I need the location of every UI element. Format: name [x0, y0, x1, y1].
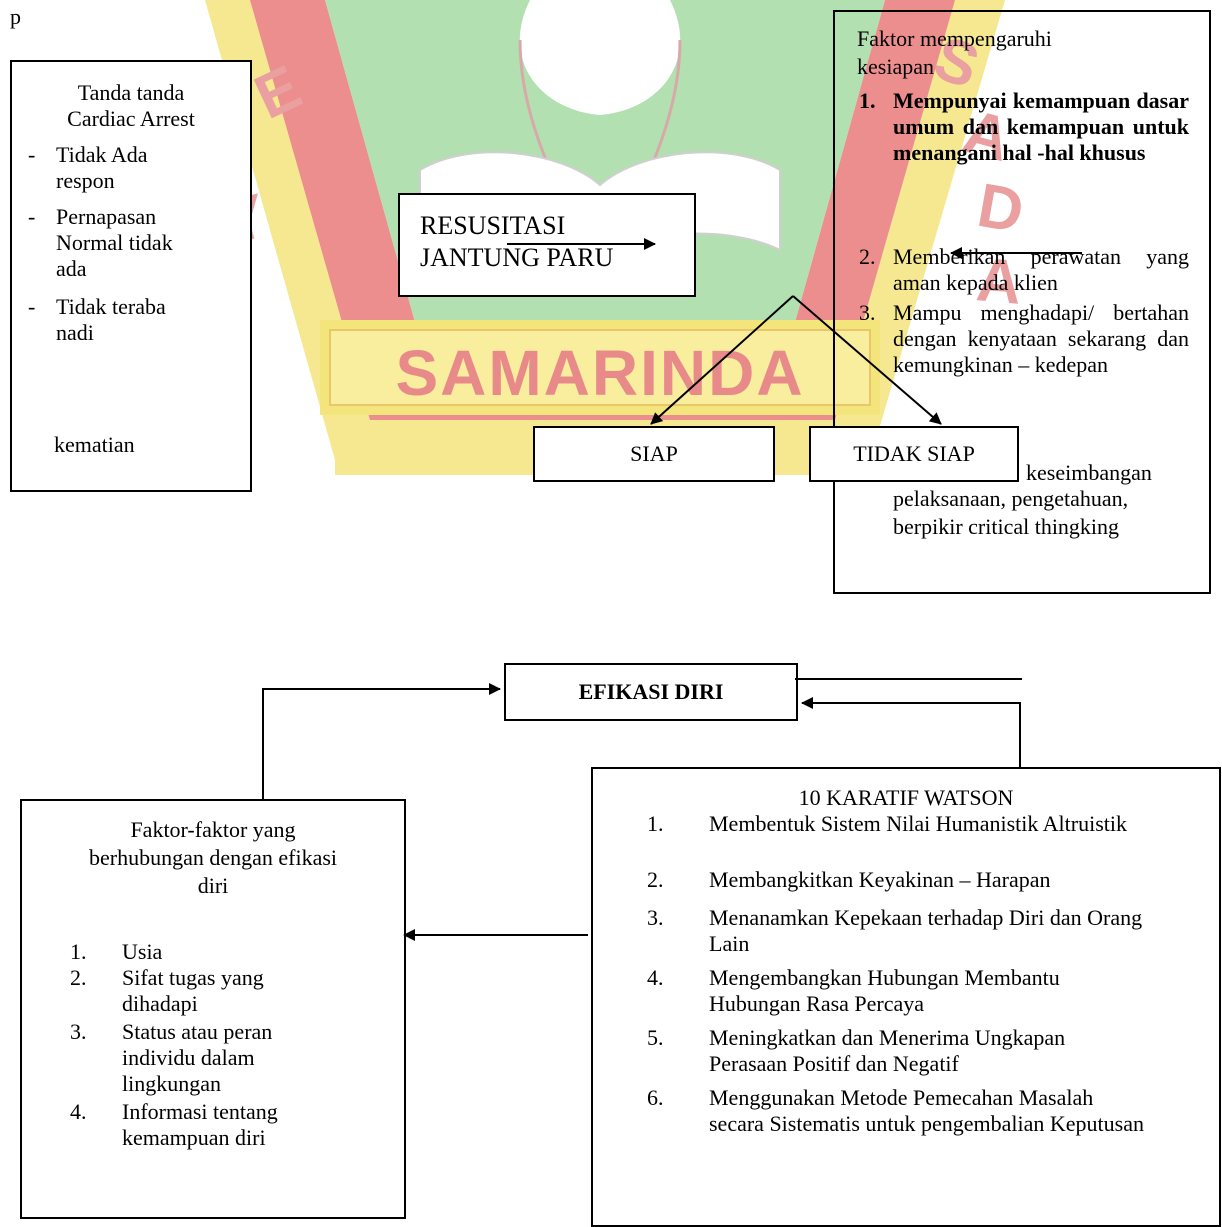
efikasi-title-3: diri: [197, 873, 229, 898]
item-number: 1.: [70, 939, 87, 964]
efikasi-title-1: Faktor-faktor yang: [130, 817, 296, 842]
watermark-word: SAMARINDA: [395, 337, 804, 409]
tanda-item-text: Tidak Ada respon: [56, 142, 148, 193]
efikasi-title-2: berhubungan dengan efikasi: [88, 845, 338, 870]
kesiapan-item-1: 1. Mempunyai kemampuan dasar umum dan ke…: [859, 88, 1189, 166]
efikasi-item-2: 2. Sifat tugas yang dihadapi: [70, 965, 320, 1017]
watson-box: 10 KARATIF WATSON 1. Membentuk Sistem Ni…: [591, 767, 1221, 1227]
kesiapan-title-1: Faktor mempengaruhi: [857, 26, 1052, 51]
kesiapan-item4-fragment: keseimbangan: [1026, 460, 1152, 485]
item-text: Membentuk Sistem Nilai Humanistik Altrui…: [709, 811, 1127, 836]
arrow-faktor-to-efikasi: [262, 683, 501, 799]
item-number: 5.: [647, 1025, 664, 1050]
watson-item-4: 4. Mengembangkan Hubungan Membantu Hubun…: [647, 965, 1147, 1017]
efikasi-label: EFIKASI DIRI: [578, 679, 724, 704]
tanda-item-2: - Pernapasan Normal tidak ada: [28, 204, 208, 282]
kesiapan-item4-line2: pelaksanaan, pengetahuan,: [893, 486, 1129, 511]
tanda-item-text: Pernapasan Normal tidak ada: [56, 204, 173, 281]
watson-item-1: 1. Membentuk Sistem Nilai Humanistik Alt…: [647, 811, 1147, 837]
tanda-footer: kematian: [54, 432, 135, 457]
arrow-watson-to-efikasi: [801, 697, 1021, 767]
item-text: Memberikan perawatan yang aman kepada kl…: [893, 244, 1189, 295]
faktor-efikasi-box: Faktor-faktor yang berhubungan dengan ef…: [20, 799, 406, 1219]
dash: -: [28, 204, 36, 229]
dash: -: [28, 142, 36, 167]
efikasi-item-3: 3. Status atau peran individu dalam ling…: [70, 1019, 320, 1097]
watson-item-3: 3. Menanamkan Kepekaan terhadap Diri dan…: [647, 905, 1147, 957]
efikasi-item-1: 1. Usia: [70, 939, 320, 965]
efikasi-item-4: 4. Informasi tentang kemampuan diri: [70, 1099, 320, 1151]
kesiapan-item4-line3: berpikir critical thingking: [893, 514, 1120, 539]
siap-label: SIAP: [630, 441, 678, 466]
item-text: Menggunakan Metode Pemecahan Masalah sec…: [709, 1085, 1144, 1136]
kesiapan-item-3: 3. Mampu menghadapi/ bertahan dengan ken…: [859, 300, 1189, 378]
tanda-item-3: - Tidak teraba nadi: [28, 294, 208, 346]
tanda-title-1: Tanda tanda: [77, 80, 185, 105]
rjp-box: RESUSITASI JANTUNG PARU: [398, 193, 696, 297]
item-number: 3.: [647, 905, 664, 930]
kesiapan-item-2: 2. Memberikan perawatan yang aman kepada…: [859, 244, 1189, 296]
item-text: Mengembangkan Hubungan Membantu Hubungan…: [709, 965, 1060, 1016]
item-number: 4.: [647, 965, 664, 990]
siap-box: SIAP: [533, 426, 775, 482]
tanda-item-text: Tidak teraba nadi: [56, 294, 166, 345]
item-text: Status atau peran individu dalam lingkun…: [122, 1019, 273, 1096]
item-number: 3.: [70, 1019, 87, 1044]
rjp-line-2: JANTUNG PARU: [420, 243, 614, 272]
watson-title: 10 KARATIF WATSON: [798, 785, 1014, 810]
item-number: 6.: [647, 1085, 664, 1110]
item-number: 2.: [859, 244, 876, 269]
svg-text:E: E: [245, 53, 312, 133]
dash: -: [28, 294, 36, 319]
item-number: 1.: [859, 88, 876, 113]
watson-item-6: 6. Menggunakan Metode Pemecahan Masalah …: [647, 1085, 1147, 1137]
item-text: Meningkatkan dan Menerima Ungkapan Peras…: [709, 1025, 1066, 1076]
tanda-box: Tanda tanda Cardiac Arrest - Tidak Ada r…: [10, 60, 252, 492]
item-number: 4.: [70, 1099, 87, 1124]
item-text: Usia: [122, 939, 163, 964]
item-number: 1.: [647, 811, 664, 836]
arrow-to-siap: [650, 295, 794, 425]
item-text: Mampu menghadapi/ bertahan dengan kenyat…: [893, 300, 1189, 377]
item-number: 2.: [647, 867, 664, 892]
item-number: 2.: [70, 965, 87, 990]
item-text: Membangkitkan Keyakinan – Harapan: [709, 867, 1051, 892]
item-text: Informasi tentang kemampuan diri: [122, 1099, 278, 1150]
faktor-kesiapan-box: Faktor mempengaruhi kesiapan 1. Mempunya…: [833, 10, 1211, 594]
tidak-siap-label: TIDAK SIAP: [853, 441, 975, 466]
top-text-fragment: p: [10, 4, 21, 29]
tanda-title-2: Cardiac Arrest: [67, 106, 195, 131]
watson-item-5: 5. Meningkatkan dan Menerima Ungkapan Pe…: [647, 1025, 1147, 1077]
efikasi-box: EFIKASI DIRI: [504, 663, 798, 721]
kesiapan-title-2: kesiapan: [857, 54, 934, 79]
item-number: 3.: [859, 300, 876, 325]
item-text: Menanamkan Kepekaan terhadap Diri dan Or…: [709, 905, 1143, 956]
item-text: Mempunyai kemampuan dasar umum dan kemam…: [893, 88, 1189, 165]
watson-item-2: 2. Membangkitkan Keyakinan – Harapan: [647, 867, 1147, 893]
tidak-siap-box: TIDAK SIAP: [809, 426, 1019, 482]
item-text: Sifat tugas yang dihadapi: [122, 965, 264, 1016]
rjp-line-1: RESUSITASI: [420, 211, 566, 240]
tanda-item-1: - Tidak Ada respon: [28, 142, 208, 194]
